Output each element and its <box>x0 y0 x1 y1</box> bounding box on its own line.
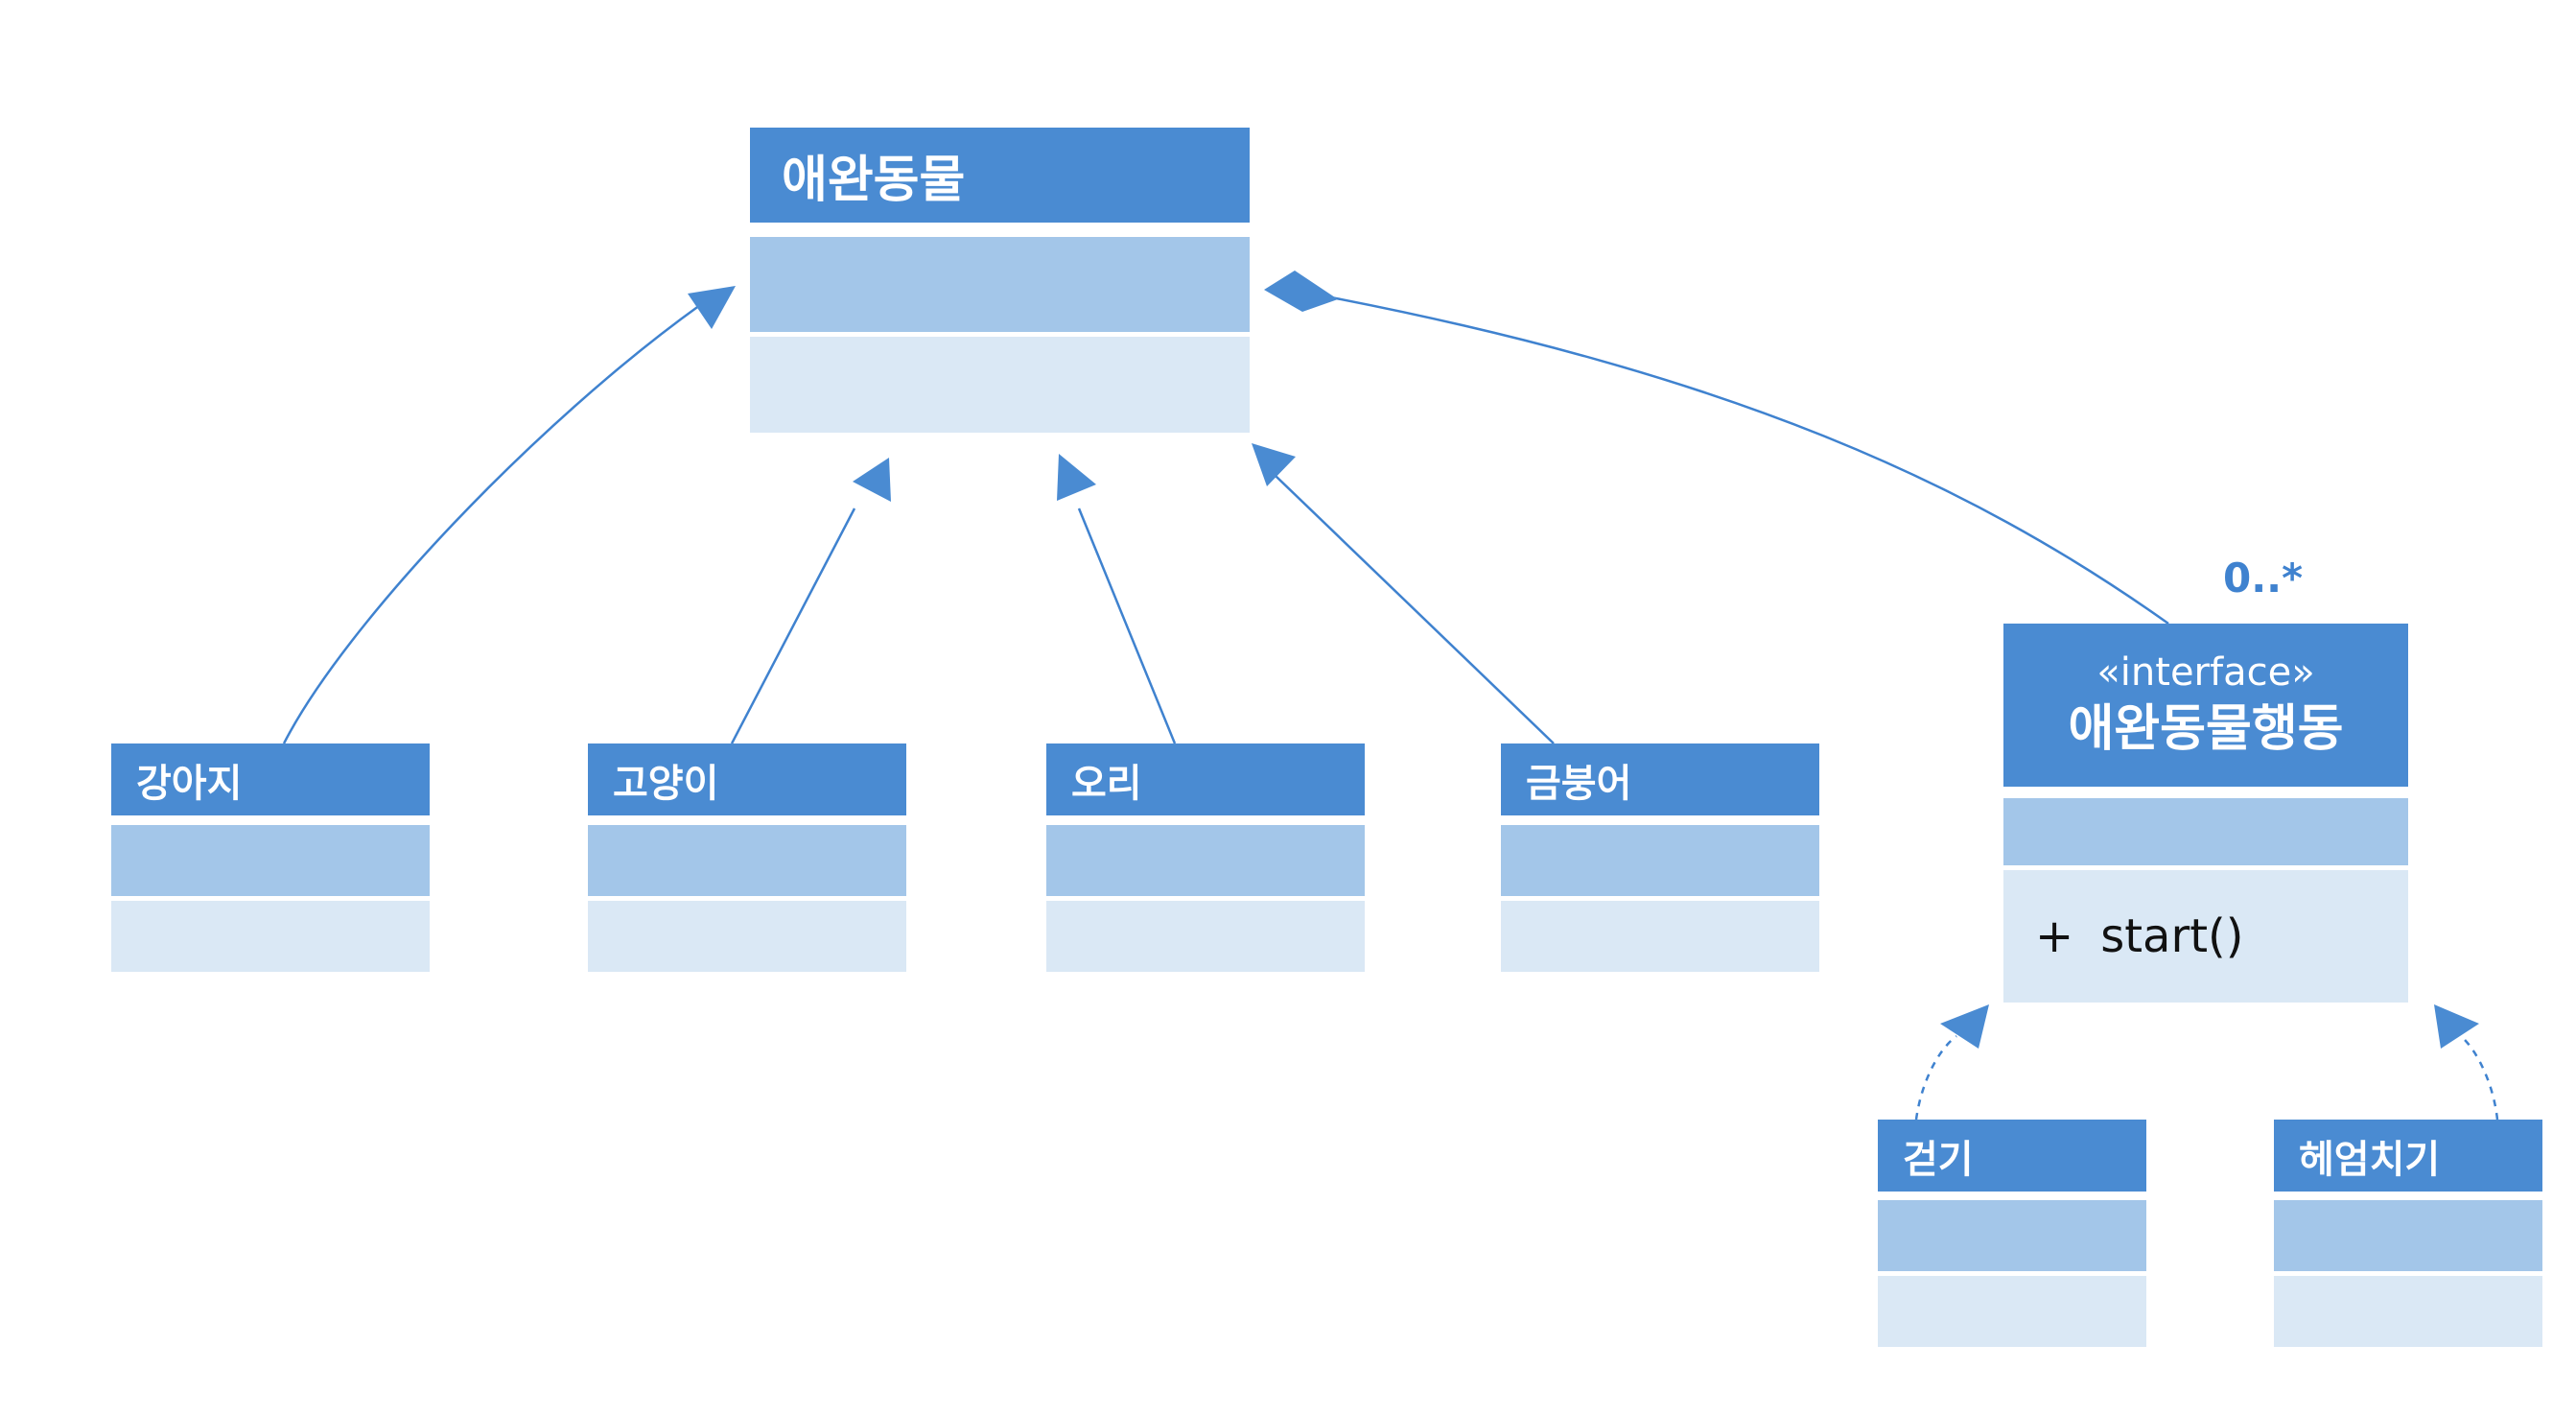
class-dog: 강아지 <box>111 743 430 972</box>
generalization-line-dog <box>282 303 701 744</box>
operation-start: start() <box>2100 909 2244 963</box>
interface-attributes <box>2003 798 2408 865</box>
class-swim-attributes <box>2274 1200 2542 1271</box>
class-fish-attributes <box>1501 825 1819 896</box>
class-fish: 금붕어 <box>1501 743 1819 972</box>
class-walk-name: 걷기 <box>1878 1120 2146 1192</box>
class-dog-operations <box>111 901 430 972</box>
interface-stereotype: «interface» <box>2096 650 2315 695</box>
interface-header: «interface» 애완동물행동 <box>2003 624 2408 787</box>
class-dog-attributes <box>111 825 430 896</box>
class-pet-name: 애완동물 <box>750 128 1250 223</box>
class-swim-operations <box>2274 1276 2542 1347</box>
class-walk-operations <box>1878 1276 2146 1347</box>
class-swim: 헤엄치기 <box>2274 1120 2542 1347</box>
realization-arrowhead-walk <box>1940 1004 1989 1049</box>
realization-line-swim <box>2460 1035 2499 1121</box>
generalization-line-duck <box>1077 507 1177 744</box>
interface-name: 애완동물행동 <box>2068 700 2344 758</box>
class-pet-attributes <box>750 237 1250 332</box>
generalization-line-fish <box>1275 475 1555 744</box>
class-pet-operations <box>750 337 1250 433</box>
aggregation-multiplicity: 0..* <box>2223 555 2304 602</box>
class-duck: 오리 <box>1046 743 1365 972</box>
interface-operations: + start() <box>2003 870 2408 1003</box>
generalization-arrowhead-cat <box>853 458 891 502</box>
generalization-arrowhead-duck <box>1057 454 1096 501</box>
class-cat-name: 고양이 <box>588 743 906 815</box>
class-dog-name: 강아지 <box>111 743 430 815</box>
realization-arrowhead-swim <box>2434 1004 2479 1049</box>
class-cat: 고양이 <box>588 743 906 972</box>
class-swim-name: 헤엄치기 <box>2274 1120 2542 1192</box>
class-pet: 애완동물 <box>750 128 1250 433</box>
class-fish-name: 금붕어 <box>1501 743 1819 815</box>
aggregation-line <box>1330 295 2169 625</box>
operation-visibility: + <box>2035 909 2074 963</box>
class-cat-attributes <box>588 825 906 896</box>
aggregation-diamond <box>1264 271 1338 312</box>
class-walk-attributes <box>1878 1200 2146 1271</box>
interface-pet-behavior: «interface» 애완동물행동 + start() <box>2003 624 2408 1003</box>
realization-line-walk <box>1914 1035 1957 1121</box>
class-walk: 걷기 <box>1878 1120 2146 1347</box>
class-cat-operations <box>588 901 906 972</box>
class-fish-operations <box>1501 901 1819 972</box>
generalization-line-cat <box>730 507 856 744</box>
class-duck-attributes <box>1046 825 1365 896</box>
class-duck-name: 오리 <box>1046 743 1365 815</box>
generalization-arrowhead-fish <box>1252 443 1296 486</box>
generalization-arrowhead-dog <box>688 286 736 329</box>
class-duck-operations <box>1046 901 1365 972</box>
